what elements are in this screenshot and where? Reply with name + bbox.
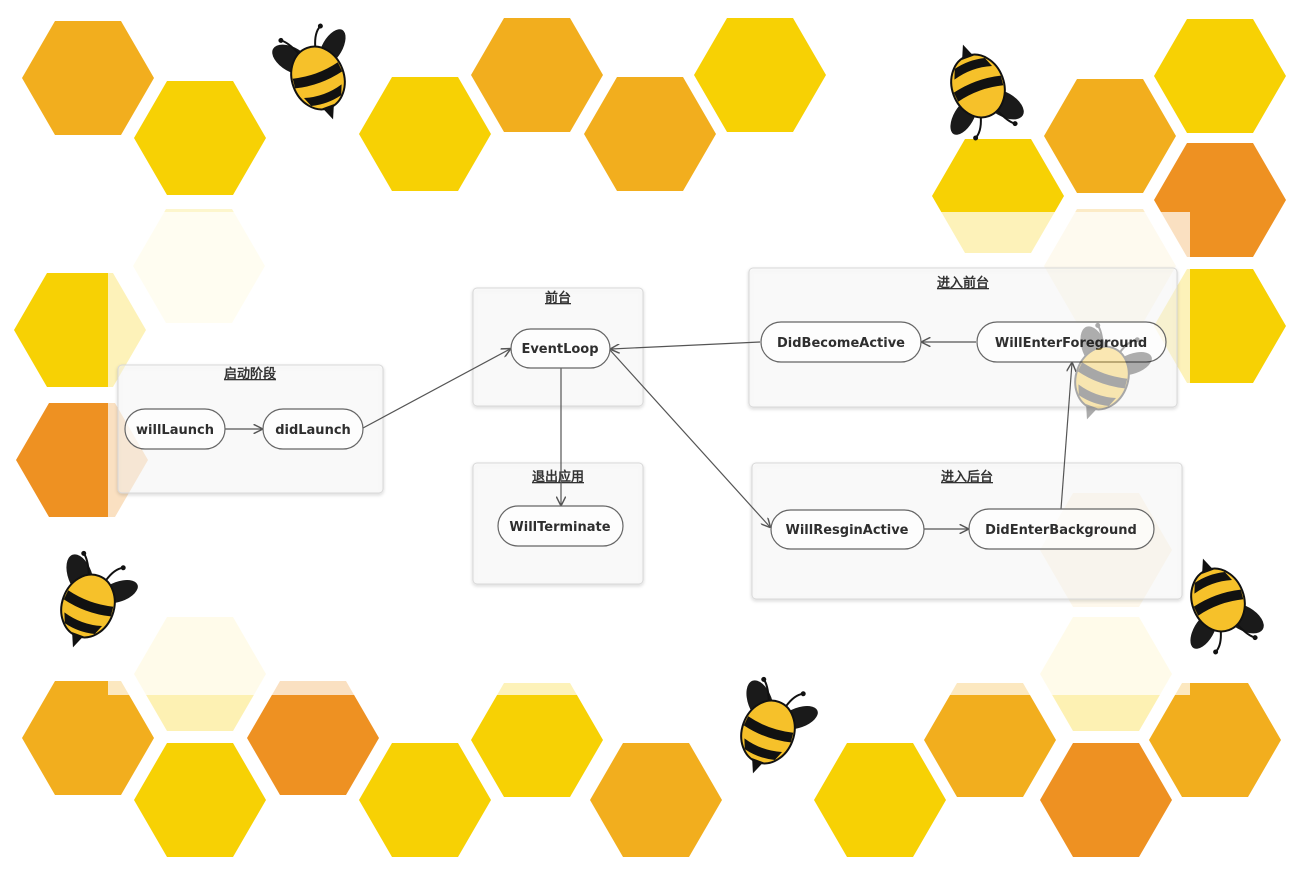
- edge-did-become-active-to-event-loop: [611, 341, 761, 349]
- node-will-terminate[interactable]: WillTerminate: [497, 505, 624, 547]
- bee-icon: [1190, 558, 1264, 655]
- honeycomb-hexagon: [1044, 79, 1176, 193]
- bee-icon: [950, 44, 1024, 141]
- edge-did-launch-to-event-loop: [362, 349, 510, 429]
- honeycomb-hexagon: [814, 743, 946, 857]
- honeycomb-hexagon: [1040, 743, 1172, 857]
- honeycomb-hexagon: [359, 77, 491, 191]
- node-will-terminate-label: WillTerminate: [509, 520, 610, 535]
- group-exit-label: 退出应用: [532, 469, 584, 485]
- node-did-enter-background-label: DidEnterBackground: [985, 523, 1137, 538]
- node-event-loop[interactable]: EventLoop: [510, 328, 611, 369]
- honeycomb-hexagon: [471, 18, 603, 132]
- node-will-enter-foreground-label: WillEnterForeground: [995, 336, 1147, 351]
- honeycomb-hexagon: [471, 683, 603, 797]
- group-enter-background-label: 进入后台: [941, 469, 993, 485]
- honeycomb-hexagon: [584, 77, 716, 191]
- bee-icon: [272, 23, 346, 120]
- honeycomb-hexagon: [359, 743, 491, 857]
- honeycomb-hexagon: [694, 18, 826, 132]
- honeycomb-hexagon: [924, 683, 1056, 797]
- honeycomb-hexagon: [1149, 683, 1281, 797]
- honeycomb-hexagon: [22, 21, 154, 135]
- node-will-resign-active[interactable]: WillResginActive: [770, 509, 925, 550]
- edge-did-enter-background-to-will-enter-foreground: [1060, 363, 1072, 510]
- honeycomb-hexagon: [134, 81, 266, 195]
- bee-icon: [60, 550, 138, 648]
- group-enter-foreground-label: 进入前台: [937, 275, 989, 291]
- node-will-enter-foreground[interactable]: WillEnterForeground: [976, 321, 1167, 363]
- group-foreground-label: 前台: [545, 290, 571, 306]
- node-did-become-active-label: DidBecomeActive: [777, 336, 905, 351]
- honeycomb-hexagon: [590, 743, 722, 857]
- node-will-launch-label: willLaunch: [136, 423, 214, 438]
- node-event-loop-label: EventLoop: [521, 342, 598, 357]
- honeycomb-hexagon: [22, 681, 154, 795]
- edge-event-loop-to-will-resign-active: [609, 349, 770, 527]
- honeycomb-hexagon: [247, 681, 379, 795]
- group-startup-label: 启动阶段: [224, 366, 276, 382]
- group-enter-foreground: 进入前台: [748, 267, 1178, 408]
- edges: [225, 342, 1072, 529]
- honeycomb-hexagon: [134, 743, 266, 857]
- bees: [60, 23, 1264, 774]
- node-did-launch[interactable]: didLaunch: [262, 408, 364, 450]
- nodes: willLaunch didLaunch EventLoop WillTermi…: [124, 321, 1167, 550]
- bee-icon: [740, 676, 818, 774]
- node-did-launch-label: didLaunch: [275, 423, 351, 438]
- bee-icon: [1074, 322, 1152, 420]
- node-will-launch[interactable]: willLaunch: [124, 408, 226, 450]
- node-will-resign-active-label: WillResginActive: [785, 523, 908, 538]
- node-did-become-active[interactable]: DidBecomeActive: [760, 321, 922, 363]
- node-did-enter-background[interactable]: DidEnterBackground: [968, 508, 1155, 550]
- honeycomb-hexagon: [1154, 19, 1286, 133]
